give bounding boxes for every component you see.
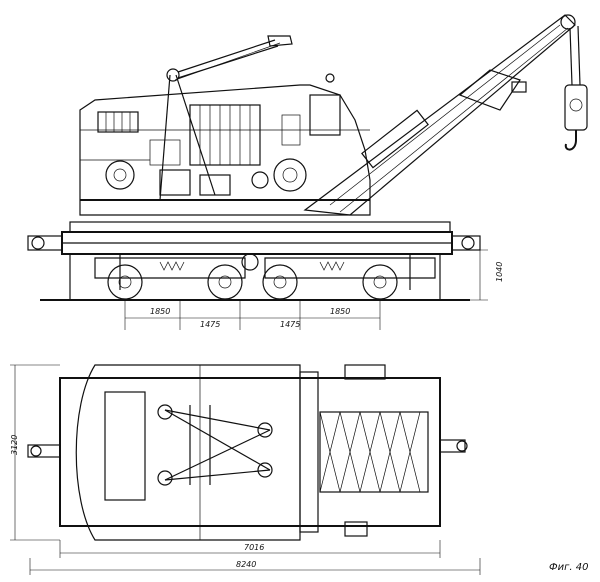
bogies [40, 253, 470, 301]
wheel [107, 264, 143, 300]
plan-a-frame [157, 404, 273, 486]
plan-platform [75, 364, 301, 541]
figure-caption: Фиг. 40 [549, 562, 588, 573]
dim-height-1040: 1040 [495, 262, 504, 282]
plan-chassis [59, 377, 441, 527]
chassis-frame [27, 221, 481, 300]
plan-boom [319, 411, 429, 493]
side-view-dimensions: 1850 1475 1475 1850 1040 [124, 249, 504, 330]
side-view: 1850 1475 1475 1850 1040 [27, 14, 588, 330]
machine-house [79, 84, 371, 216]
hook-block [511, 25, 588, 151]
a-frame-mast [159, 35, 293, 201]
wheel [362, 264, 398, 300]
dim-1850-left: 1850 [150, 307, 170, 316]
wheel [262, 264, 298, 300]
dim-width-3120: 3120 [10, 435, 19, 455]
plan-view: 3120 7016 8240 [10, 364, 481, 575]
plan-view-dimensions: 3120 7016 8240 [10, 364, 481, 575]
dim-1475-right: 1475 [280, 320, 300, 329]
dim-overall-8240: 8240 [236, 560, 256, 569]
boom [303, 14, 576, 216]
dim-inner-7016: 7016 [244, 543, 264, 552]
dim-1475-left: 1475 [200, 320, 220, 329]
dim-1850-right: 1850 [330, 307, 350, 316]
wheel [207, 264, 243, 300]
